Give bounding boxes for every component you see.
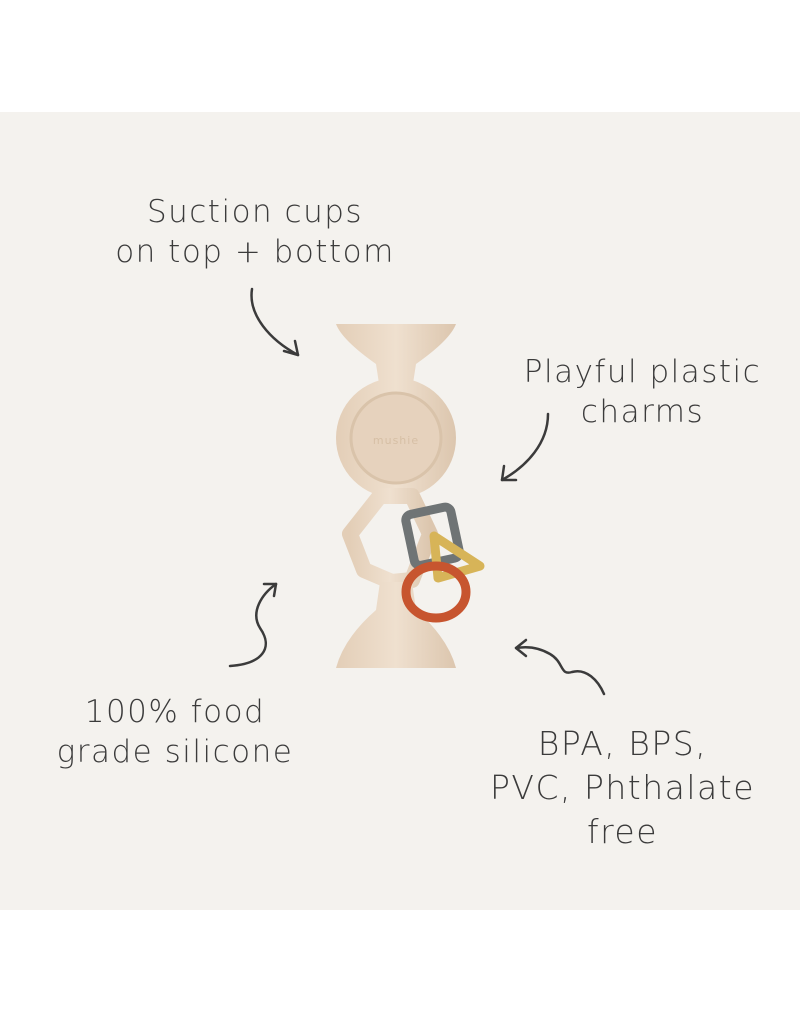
callout-suction-line-1: Suction cups [146,194,364,230]
callout-charms-line-2: charms [580,394,705,430]
callout-suction-line-2: on top + bottom [115,234,395,270]
callout-bpa-free: BPA, BPS, PVC, Phthalate free [485,722,760,854]
top-suction-cup [336,324,456,390]
charm-ring [401,561,471,623]
callout-charms-line-1: Playful plastic [523,354,762,390]
bottom-suction-cup [336,582,456,668]
hexagon-link [342,488,438,590]
brand-emboss: mushie [373,434,419,447]
callout-plastic-charms: Playful plastic charms [510,352,775,432]
callout-silicone-line-1: 100% food [84,694,266,730]
arrow-to-silicone [228,582,278,668]
callout-free-line-3: free [586,812,659,851]
callout-free-line-2: PVC, Phthalate [489,768,756,807]
arrow-to-charms [500,412,550,482]
callout-silicone-line-2: grade silicone [56,734,294,770]
callout-free-line-1: BPA, BPS, [537,724,708,763]
callout-food-grade-silicone: 100% food grade silicone [40,692,310,772]
background-panel [0,112,800,910]
callout-suction-cups: Suction cups on top + bottom [105,192,405,272]
arrow-to-toy-base [514,638,606,696]
arrow-to-suction-cup [250,287,300,357]
teether-toy: mushie [336,324,485,668]
